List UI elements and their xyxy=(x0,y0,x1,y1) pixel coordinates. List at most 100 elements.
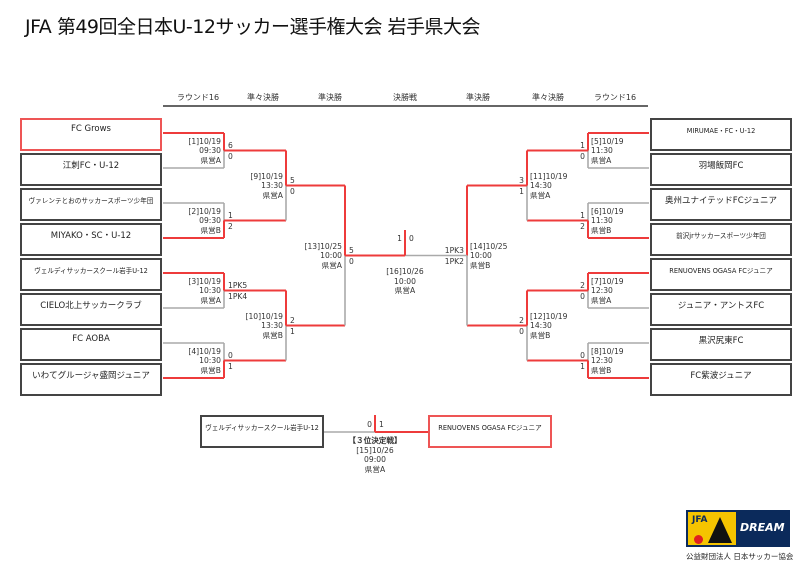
team-name: 黒沢尻東FC xyxy=(698,336,744,346)
match-score: 1 xyxy=(228,361,233,371)
match-score: 0 xyxy=(519,326,524,336)
team-box[interactable]: FC Grows xyxy=(20,118,162,151)
match-venue: 県営A xyxy=(262,190,283,200)
team-name: ヴェルディサッカースクール岩手U-12 xyxy=(205,424,319,432)
team-name: いわてグルージャ盛岡ジュニア xyxy=(32,371,150,381)
match-score: 0 xyxy=(228,151,233,161)
logo-jfa-text: JFA xyxy=(692,515,708,525)
match-score: 0 xyxy=(580,151,585,161)
team-name: MIYAKO・SC・U-12 xyxy=(50,231,132,241)
team-box[interactable]: ヴァレンテとおのサッカースポーツ少年団 xyxy=(20,188,162,221)
match-time: 10:30 xyxy=(199,356,221,366)
round-header-sf-right: 準決勝 xyxy=(466,93,490,102)
match-time: 11:30 xyxy=(591,216,613,226)
team-box[interactable]: MIYAKO・SC・U-12 xyxy=(20,223,162,256)
match-score: 0 xyxy=(228,350,233,360)
match-time: 14:30 xyxy=(530,321,552,331)
match-time: 13:30 xyxy=(261,321,283,331)
match-time: 14:30 xyxy=(530,181,552,191)
match-score: 0 xyxy=(290,186,295,196)
team-box[interactable]: FC AOBA xyxy=(20,328,162,361)
final-score-left: 1 xyxy=(397,234,402,243)
third-id: [15]10/26 xyxy=(356,445,394,455)
match-time: 12:30 xyxy=(591,356,613,366)
match-venue: 県営B xyxy=(470,260,491,270)
match-id: [5]10/19 xyxy=(591,136,624,146)
match-score: 1 xyxy=(580,361,585,371)
third-score-right: 1 xyxy=(379,420,384,429)
match-venue: 県営B xyxy=(591,225,612,235)
match-time: 11:30 xyxy=(591,146,613,156)
team-box[interactable]: 羽場飯岡FC xyxy=(650,153,792,186)
match-time: 10:30 xyxy=(199,286,221,296)
match-venue: 県営A xyxy=(200,155,221,165)
team-name: ジュニア・アントスFC xyxy=(677,301,765,311)
third-title: 【３位決定戦】 xyxy=(348,436,402,445)
round-header-r16-right: ラウンド16 xyxy=(593,93,637,102)
match-score: 1 xyxy=(290,326,295,336)
match-venue: 県営A xyxy=(200,295,221,305)
match-venue: 県営B xyxy=(200,225,221,235)
match-score: 1PK2 xyxy=(444,256,464,266)
match-id: [4]10/19 xyxy=(188,346,221,356)
match-time: 13:30 xyxy=(261,181,283,191)
round-header-qf-right: 準々決勝 xyxy=(532,93,564,102)
match-id: [1]10/19 xyxy=(188,136,221,146)
team-box[interactable]: RENUOVENS OGASA FCジュニア xyxy=(428,415,552,448)
match-id: [16]10/26 xyxy=(386,267,424,276)
match-score: 1 xyxy=(580,140,585,150)
crow-icon xyxy=(708,517,732,543)
team-box[interactable]: FC紫波ジュニア xyxy=(650,363,792,396)
team-box[interactable]: RENUOVENS OGASA FCジュニア xyxy=(650,258,792,291)
match-score: 1PK4 xyxy=(228,291,248,301)
logo-dream-text: DREAM xyxy=(740,521,785,534)
match-score: 2 xyxy=(580,221,585,231)
team-box[interactable]: 奥州ユナイテッドFCジュニア xyxy=(650,188,792,221)
match-venue: 県営B xyxy=(530,330,551,340)
team-box[interactable]: MIRUMAE・FC・U-12 xyxy=(650,118,792,151)
team-box[interactable]: 江刺FC・U-12 xyxy=(20,153,162,186)
match-score: 6 xyxy=(228,140,233,150)
team-name: RENUOVENS OGASA FCジュニア xyxy=(438,424,542,432)
final-score-right: 0 xyxy=(409,234,414,243)
round-header-sf-left: 準決勝 xyxy=(318,93,342,102)
team-box[interactable]: ヴェルディサッカースクール岩手U-12 xyxy=(20,258,162,291)
match-score: 0 xyxy=(580,350,585,360)
team-name: 羽場飯岡FC xyxy=(698,161,744,171)
match-score: 2 xyxy=(290,315,295,325)
match-venue: 県営A xyxy=(530,190,551,200)
jfa-dream-logo: JFA DREAM xyxy=(686,510,790,547)
team-box[interactable]: 黒沢尻東FC xyxy=(650,328,792,361)
match-time: 10:00 xyxy=(320,251,342,261)
page-title: JFA 第49回全日本U-12サッカー選手権大会 岩手県大会 xyxy=(25,16,480,38)
match-id: [3]10/19 xyxy=(188,276,221,286)
match-venue: 県営B xyxy=(262,330,283,340)
team-name: MIRUMAE・FC・U-12 xyxy=(686,127,756,135)
team-box[interactable]: ヴェルディサッカースクール岩手U-12 xyxy=(200,415,324,448)
match-id: [6]10/19 xyxy=(591,206,624,216)
match-score: 1PK3 xyxy=(444,245,464,255)
third-venue: 県営A xyxy=(364,464,386,474)
team-name: FC Grows xyxy=(70,124,111,134)
round-header-final: 決勝戦 xyxy=(393,93,417,102)
match-id: [14]10/25 xyxy=(470,241,508,251)
team-box[interactable]: CIELO北上サッカークラブ xyxy=(20,293,162,326)
team-box[interactable]: いわてグルージャ盛岡ジュニア xyxy=(20,363,162,396)
match-score: 5 xyxy=(349,245,354,255)
match-id: [10]10/19 xyxy=(245,311,283,321)
match-id: [11]10/19 xyxy=(530,171,568,181)
match-id: [13]10/25 xyxy=(304,241,342,251)
match-time: 09:30 xyxy=(199,146,221,156)
match-score: 1 xyxy=(519,186,524,196)
team-box[interactable]: ジュニア・アントスFC xyxy=(650,293,792,326)
match-score: 2 xyxy=(519,315,524,325)
match-id: [9]10/19 xyxy=(250,171,283,181)
team-box[interactable]: 前沢jrサッカースポーツ少年団 xyxy=(650,223,792,256)
